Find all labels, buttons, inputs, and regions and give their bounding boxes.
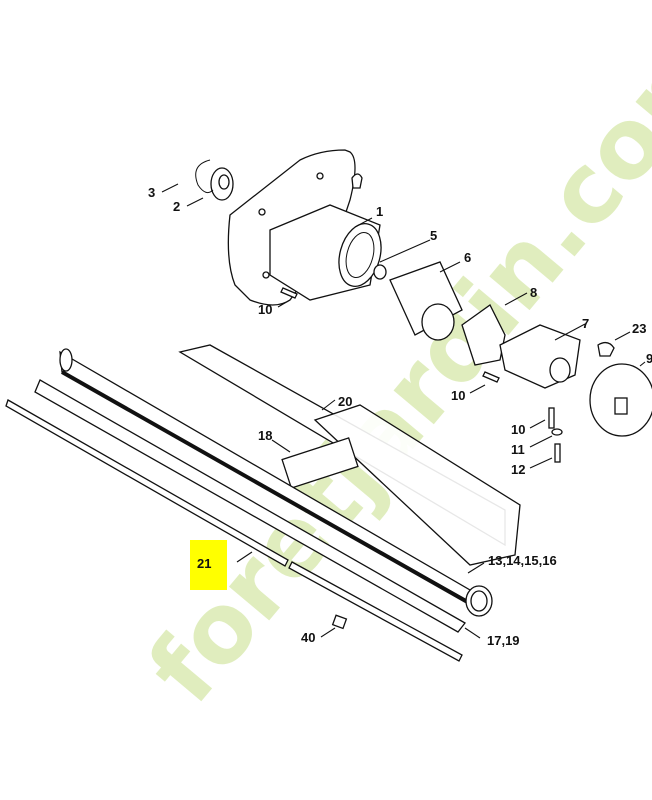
label-2[interactable]: 2: [173, 199, 180, 214]
label-23[interactable]: 23: [632, 321, 646, 336]
part-7-gearhead[interactable]: [499, 324, 581, 389]
part-23-clip[interactable]: [597, 341, 615, 357]
part-11-washer[interactable]: [551, 428, 563, 436]
part-10-screw[interactable]: [280, 287, 298, 299]
highlight-box: [190, 540, 227, 590]
part-13-tube[interactable]: [59, 348, 493, 617]
part-17-liner[interactable]: [34, 379, 466, 633]
part-12-screw[interactable]: [554, 443, 561, 463]
part-6-damper[interactable]: [389, 261, 463, 341]
label-1[interactable]: 1: [376, 204, 383, 219]
label-3[interactable]: 3: [148, 185, 155, 200]
label-18[interactable]: 18: [258, 428, 272, 443]
part-9-cover[interactable]: [589, 363, 652, 437]
label-21[interactable]: 21: [197, 556, 211, 571]
part-10-screw[interactable]: [482, 371, 500, 383]
part-21-shaft[interactable]: [5, 399, 463, 662]
plug[interactable]: [351, 173, 363, 189]
label-13-16[interactable]: 13,14,15,16: [488, 553, 557, 568]
label-20[interactable]: 20: [338, 394, 352, 409]
leader-lines: [161, 183, 646, 639]
label-17-19[interactable]: 17,19: [487, 633, 520, 648]
label-11[interactable]: 11: [511, 442, 525, 457]
label-10[interactable]: 10: [258, 302, 272, 317]
label-10[interactable]: 10: [451, 388, 465, 403]
part-1-housing[interactable]: [227, 149, 387, 306]
label-8[interactable]: 8: [530, 285, 537, 300]
label-9[interactable]: 9: [646, 351, 652, 366]
part-40-nut[interactable]: [331, 614, 348, 630]
label-5[interactable]: 5: [430, 228, 437, 243]
label-10[interactable]: 10: [511, 422, 525, 437]
part-18-decal[interactable]: [281, 437, 359, 489]
part-10-screw[interactable]: [548, 407, 555, 429]
label-40[interactable]: 40: [301, 630, 315, 645]
label-7[interactable]: 7: [582, 316, 589, 331]
part-2-bearing[interactable]: [210, 167, 234, 201]
label-6[interactable]: 6: [464, 250, 471, 265]
part-5-ring[interactable]: [373, 264, 387, 280]
part-labels: 3 2 1 5 6 8 7 23 9 10 10 10 11 12 20 18 …: [148, 185, 652, 648]
part-3-circlip[interactable]: [195, 159, 214, 194]
label-12[interactable]: 12: [511, 462, 525, 477]
